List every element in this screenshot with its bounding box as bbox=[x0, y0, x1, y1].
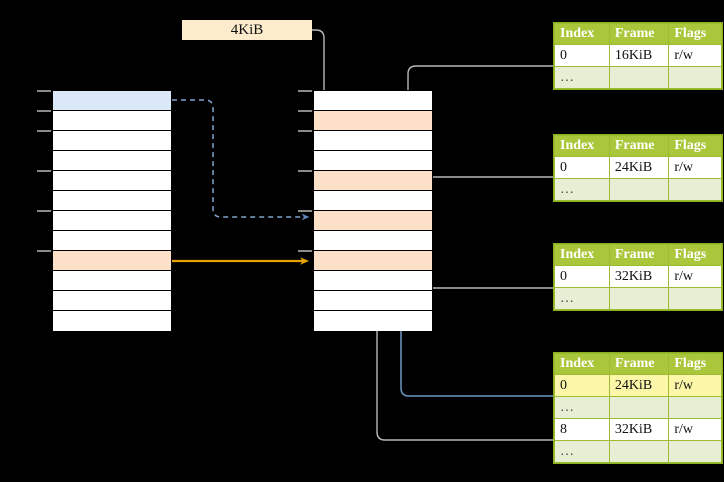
page-table-level-4-row-1-flags bbox=[668, 396, 722, 419]
page-table-level-2-row-0-frame: 24KiB bbox=[608, 156, 670, 179]
page-table-level-4-row-0-flags: r/w bbox=[668, 374, 722, 397]
page-table-level-4-row-3-flags bbox=[668, 440, 722, 463]
page-table-level-1-header-index: Index bbox=[554, 23, 610, 45]
virtual-page-cell-10 bbox=[53, 291, 171, 311]
physical-frame-tick-2 bbox=[298, 130, 312, 132]
virtual-page-tick-0 bbox=[37, 90, 51, 92]
virtual-page-tick-1 bbox=[37, 110, 51, 112]
page-table-level-4-header-index: Index bbox=[554, 353, 610, 375]
virtual-address-column bbox=[52, 90, 172, 331]
physical-frame-cell-2 bbox=[314, 131, 432, 151]
virtual-page-cell-2 bbox=[53, 131, 171, 151]
physical-frame-cell-0 bbox=[314, 91, 432, 111]
virtual-page-cell-8 bbox=[53, 251, 171, 271]
page-table-level-2-row-1-index: … bbox=[554, 178, 610, 201]
physical-frame-cell-9 bbox=[314, 271, 432, 291]
physical-frame-cell-6 bbox=[314, 211, 432, 231]
wire-table2-to-frame bbox=[418, 176, 553, 216]
virtual-page-cell-4 bbox=[53, 171, 171, 191]
page-table-level-2-row-0-flags: r/w bbox=[668, 156, 722, 179]
page-table-level-2-header-flags: Flags bbox=[668, 135, 722, 157]
virtual-page-tick-6 bbox=[37, 210, 51, 212]
physical-frame-cell-5 bbox=[314, 191, 432, 211]
page-table-level-1-row-0-index: 0 bbox=[554, 44, 610, 67]
virtual-page-cell-0 bbox=[53, 91, 171, 111]
page-table-level-3-row-0-frame: 32KiB bbox=[608, 265, 670, 288]
page-table-level-3-row-0-flags: r/w bbox=[668, 265, 722, 288]
page-table-level-3-header-frame: Frame bbox=[608, 244, 670, 266]
page-table-level-3-header-index: Index bbox=[554, 244, 610, 266]
page-table-level-1-row-1-frame bbox=[608, 66, 670, 89]
page-table-level-4-row-2-flags: r/w bbox=[668, 418, 722, 441]
page-table-level-2-row-1-flags bbox=[668, 178, 722, 201]
page-table-level-2-row-0-index: 0 bbox=[554, 156, 610, 179]
page-table-level-4-row-2-frame: 32KiB bbox=[608, 418, 670, 441]
page-table-level-4-row-2-index: 8 bbox=[554, 418, 610, 441]
physical-frame-cell-11 bbox=[314, 311, 432, 331]
page-table-level-4-row-3-frame bbox=[608, 440, 670, 463]
physical-memory-column bbox=[313, 90, 433, 331]
virtual-page-cell-1 bbox=[53, 111, 171, 131]
page-table-level-4-row-3[interactable]: … bbox=[554, 440, 722, 463]
virtual-page-cell-7 bbox=[53, 231, 171, 251]
physical-frame-cell-4 bbox=[314, 171, 432, 191]
page-table-level-2-header-index: Index bbox=[554, 135, 610, 157]
physical-frame-cell-8 bbox=[314, 251, 432, 271]
virtual-page-cell-11 bbox=[53, 311, 171, 331]
page-table-level-4-header-flags: Flags bbox=[668, 353, 722, 375]
physical-frame-tick-4 bbox=[298, 170, 312, 172]
physical-frame-tick-6 bbox=[298, 210, 312, 212]
page-table-level-2-row-1-frame bbox=[608, 178, 670, 201]
virtual-page-tick-4 bbox=[37, 170, 51, 172]
page-table-level-3-header-flags: Flags bbox=[668, 244, 722, 266]
page-table-level-4-row-1-index: … bbox=[554, 396, 610, 419]
page-size-label: 4KiB bbox=[182, 20, 312, 40]
virtual-page-tick-8 bbox=[37, 250, 51, 252]
physical-frame-tick-0 bbox=[298, 90, 312, 92]
page-table-level-1-row-1-flags bbox=[668, 66, 722, 89]
page-table-level-4-row-0-frame: 24KiB bbox=[608, 374, 670, 397]
virtual-page-cell-3 bbox=[53, 151, 171, 171]
physical-frame-cell-3 bbox=[314, 151, 432, 171]
page-table-level-1-row-1-index: … bbox=[554, 66, 610, 89]
page-size-label-text: 4KiB bbox=[230, 21, 264, 38]
page-table-level-3-row-1[interactable]: … bbox=[554, 287, 722, 310]
page-table-level-1-header-flags: Flags bbox=[668, 23, 722, 45]
wire-virtual-to-frame-dashed bbox=[172, 99, 310, 221]
virtual-page-cell-5 bbox=[53, 191, 171, 211]
page-table-level-4-row-3-index: … bbox=[554, 440, 610, 463]
virtual-page-cell-9 bbox=[53, 271, 171, 291]
page-table-level-4-header-frame: Frame bbox=[608, 353, 670, 375]
page-table-level-1-row-1[interactable]: … bbox=[554, 66, 722, 89]
page-table-level-4-row-1[interactable]: … bbox=[554, 396, 722, 419]
page-table-level-2-header-frame: Frame bbox=[608, 135, 670, 157]
page-table-level-2-row-1[interactable]: … bbox=[554, 178, 722, 201]
page-table-level-1-row-0-frame: 16KiB bbox=[608, 44, 670, 67]
page-table-level-1-row-0-flags: r/w bbox=[668, 44, 722, 67]
page-table-level-3-row-1-index: … bbox=[554, 287, 610, 310]
physical-frame-cell-1 bbox=[314, 111, 432, 131]
page-table-level-3-row-1-flags bbox=[668, 287, 722, 310]
page-table-level-3-row-0-index: 0 bbox=[554, 265, 610, 288]
page-table-level-1-header-frame: Frame bbox=[608, 23, 670, 45]
physical-frame-cell-7 bbox=[314, 231, 432, 251]
virtual-page-tick-2 bbox=[37, 130, 51, 132]
page-table-level-4-row-0-index: 0 bbox=[554, 374, 610, 397]
page-table-level-3-row-1-frame bbox=[608, 287, 670, 310]
physical-frame-tick-8 bbox=[298, 250, 312, 252]
virtual-page-cell-6 bbox=[53, 211, 171, 231]
physical-frame-cell-10 bbox=[314, 291, 432, 311]
page-table-level-4-row-1-frame bbox=[608, 396, 670, 419]
physical-frame-tick-1 bbox=[298, 110, 312, 112]
